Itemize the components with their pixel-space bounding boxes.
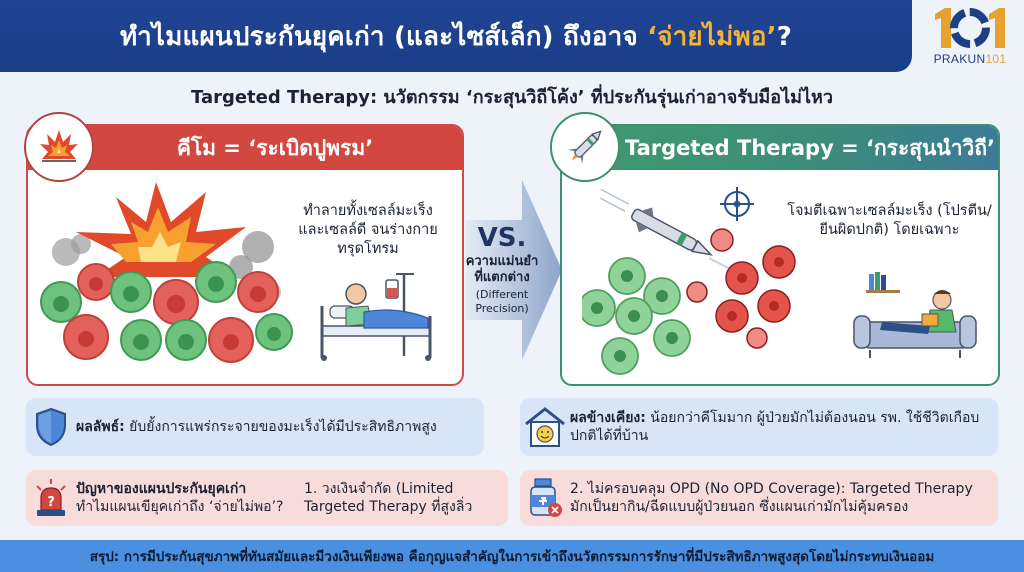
targeted-therapy-description: โจมตีเฉพาะเซลล์มะเร็ง (โปรตีน/ยีนผิดปกติ…	[787, 203, 992, 238]
vs-arrow-icon	[466, 180, 562, 360]
missile-targeting-cells-illustration	[582, 187, 796, 375]
explosion-badge	[24, 112, 94, 182]
no-opd-coverage-box: 2. ไม่ครอบคลุม OPD (No OPD Coverage): Ta…	[520, 470, 998, 526]
problem-title: ปัญหาของแผนประกันยุคเก่า	[76, 481, 247, 497]
efficacy-box: ผลลัพธ์: ยับยั้งการแพร่กระจายของมะเร็งได…	[26, 398, 484, 456]
problem-heading: ปัญหาของแผนประกันยุคเก่า ทำไมแผนเขียุคเก…	[76, 480, 288, 516]
patient-in-hospital-bed-icon	[320, 273, 432, 361]
alarm-siren-icon: ?	[36, 479, 66, 516]
header-bar: ทำไมแผนประกันยุคเก่า (และไซส์เล็ก) ถึงอา…	[0, 0, 912, 72]
prakun101-logo: PRAKUN101	[920, 6, 1020, 68]
old-plan-problem-box: ? ปัญหาของแผนประกันยุคเก่า ทำไมแผนเขียุค…	[26, 470, 508, 526]
vs-english-label: (Different Precision)	[475, 288, 529, 315]
svg-text:?: ?	[47, 495, 55, 510]
explosion-cells-illustration	[40, 182, 293, 363]
vs-label: VS.	[477, 223, 527, 253]
chemo-panel-title: คีโม = ‘ระเบิดปูพรม’	[28, 126, 462, 170]
chemo-panel: คีโม = ‘ระเบิดปูพรม’ ทำลายทั้งเซลล์มะเร็…	[26, 124, 464, 386]
vs-thai-label: ความแม่นยำ ที่แตกต่าง	[465, 254, 539, 285]
chemo-description: ทำลายทั้งเซลล์มะเร็ง และเซลล์ดี จนร่างกา…	[298, 203, 438, 257]
problem-subtitle: ทำไมแผนเขียุคเก่าถึง ‘จ่ายไม่พอ’?	[76, 499, 284, 515]
vs-label-group: VS. ความแม่นยำ ที่แตกต่าง (Different Pre…	[462, 224, 542, 316]
subtitle: Targeted Therapy: นวัตกรรม ‘กระสุนวิถีโค…	[190, 87, 834, 108]
no-opd-coverage-text: 2. ไม่ครอบคลุม OPD (No OPD Coverage): Ta…	[570, 481, 973, 515]
side-effects-box: ผลข้างเคียง: น้อยกว่าคีโมมาก ผู้ป่วยมักไ…	[520, 398, 998, 456]
explosion-icon	[40, 130, 78, 162]
title-suffix: ?	[776, 21, 793, 52]
title-main: ทำไมแผนประกันยุคเก่า (และไซส์เล็ก) ถึงอา…	[119, 21, 648, 52]
page-title: ทำไมแผนประกันยุคเก่า (และไซส์เล็ก) ถึงอา…	[120, 16, 792, 57]
summary-footer: สรุป: การมีประกันสุขภาพที่ทันสมัยและมีวง…	[0, 540, 1024, 572]
problem-item-1: 1. วงเงินจำกัด (Limited Targeted Therapy…	[304, 481, 473, 515]
summary-text: สรุป: การมีประกันสุขภาพที่ทันสมัยและมีวง…	[89, 549, 935, 565]
person-relaxing-on-sofa-icon	[853, 272, 977, 358]
home-smile-icon	[525, 407, 565, 447]
shield-icon	[36, 407, 66, 447]
side-effects-text: ผลข้างเคียง: น้อยกว่าคีโมมาก ผู้ป่วยมักไ…	[570, 410, 980, 444]
efficacy-text: ผลลัพธ์: ยับยั้งการแพร่กระจายของมะเร็งได…	[76, 419, 437, 435]
targeted-therapy-panel: Targeted Therapy = ‘กระสุนนำวิถี’	[560, 124, 1000, 386]
logo-text: PRAKUN101	[933, 52, 1007, 66]
logo-101-mark-icon	[935, 8, 1005, 48]
missile-icon	[568, 130, 602, 164]
missile-badge	[550, 112, 620, 182]
title-accent: ‘จ่ายไม่พอ’	[647, 21, 777, 52]
medicine-bottle-x-icon	[530, 478, 562, 517]
targeted-therapy-panel-title: Targeted Therapy = ‘กระสุนนำวิถี’	[562, 126, 998, 170]
